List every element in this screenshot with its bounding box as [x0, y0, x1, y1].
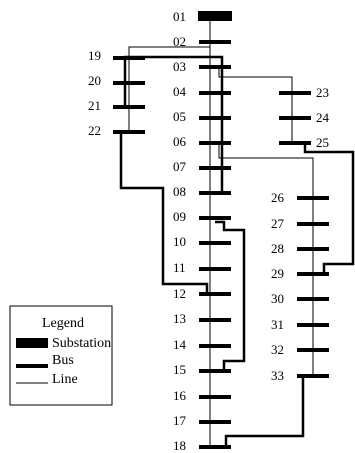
bus-24	[279, 116, 311, 120]
bus-17	[199, 420, 231, 424]
bus-14	[199, 344, 231, 348]
line-02-19	[128, 42, 211, 58]
bus-06	[199, 141, 231, 145]
legend-bus-label: Bus	[52, 353, 74, 368]
bus-29	[297, 272, 329, 276]
bus-28	[297, 247, 329, 251]
bus-label-32: 32	[271, 342, 284, 357]
bus-label-17: 17	[173, 413, 187, 428]
bus-label-06: 06	[173, 134, 187, 149]
tie-line-09-15	[215, 220, 246, 371]
bus-02	[199, 40, 231, 44]
substation-01	[198, 11, 232, 21]
bus-23	[279, 91, 311, 95]
bus-15	[199, 369, 231, 373]
bus-18	[199, 445, 231, 449]
bus-22	[113, 130, 145, 134]
bus-10	[199, 241, 231, 245]
line-03-23	[218, 67, 293, 93]
bus-label-23: 23	[316, 85, 329, 100]
legend-title: Legend	[42, 316, 84, 331]
legend-box	[9, 305, 113, 406]
tie-line-12-22	[119, 132, 209, 294]
legend-substation-symbol	[16, 338, 48, 348]
bus-label-22: 22	[88, 123, 101, 138]
bus-label-21: 21	[88, 98, 101, 113]
bus-label-11: 11	[173, 260, 186, 275]
bus-27	[297, 222, 329, 226]
bus-26	[297, 196, 329, 200]
bus-label-07: 07	[173, 159, 187, 174]
bus-label-09: 09	[173, 209, 186, 224]
bus-label-27: 27	[271, 216, 285, 231]
bus-label-29: 29	[271, 266, 284, 281]
bus-09	[199, 216, 231, 220]
bus-label-24: 24	[316, 110, 330, 125]
bus-30	[297, 297, 329, 301]
bus-32	[297, 348, 329, 352]
bus-31	[297, 323, 329, 327]
tie-line-18-33	[224, 376, 305, 447]
bus-label-05: 05	[173, 109, 186, 124]
bus-label-19: 19	[88, 48, 101, 63]
bus-label-layer: 01 02 03 04 05 06 07 08 09 10 11 12 13 14 15 16 17 18 19 20…	[88, 9, 330, 453]
bus-07	[199, 166, 231, 170]
bus-label-02: 02	[173, 34, 186, 49]
bus-label-20: 20	[88, 73, 101, 88]
bus-16	[199, 395, 231, 399]
bus-label-25: 25	[316, 135, 329, 150]
bus-label-01: 01	[173, 9, 186, 24]
bus-label-03: 03	[173, 59, 186, 74]
bus-label-12: 12	[173, 286, 186, 301]
bus-label-14: 14	[173, 337, 187, 352]
bus-layer	[113, 11, 329, 449]
bus-label-08: 08	[173, 184, 186, 199]
bus-25	[279, 141, 311, 145]
tie-line-25-29	[303, 143, 355, 274]
bus-label-26: 26	[271, 190, 285, 205]
bus-label-04: 04	[173, 84, 187, 99]
bus-04	[199, 91, 231, 95]
bus-03	[199, 65, 231, 69]
bus-11	[199, 267, 231, 271]
bus-33	[297, 374, 329, 378]
bus-label-30: 30	[271, 291, 284, 306]
legend: Legend Substation Bus Line	[9, 305, 113, 406]
bus-label-33: 33	[271, 368, 284, 383]
bus-label-18: 18	[173, 438, 186, 453]
bus-19	[113, 56, 145, 60]
bus-label-31: 31	[271, 317, 284, 332]
bus-label-28: 28	[271, 241, 284, 256]
line-layer	[119, 16, 355, 447]
bus-12	[199, 292, 231, 296]
line-06-26	[218, 143, 314, 198]
bus-label-16: 16	[173, 388, 187, 403]
legend-substation-label: Substation	[52, 336, 111, 351]
bus-08	[199, 191, 231, 195]
bus-20	[113, 81, 145, 85]
bus-label-10: 10	[173, 234, 186, 249]
bus-label-15: 15	[173, 362, 186, 377]
bus-21	[113, 105, 145, 109]
bus-05	[199, 116, 231, 120]
bus-label-13: 13	[173, 311, 186, 326]
bus-13	[199, 318, 231, 322]
legend-line-label: Line	[52, 372, 78, 387]
